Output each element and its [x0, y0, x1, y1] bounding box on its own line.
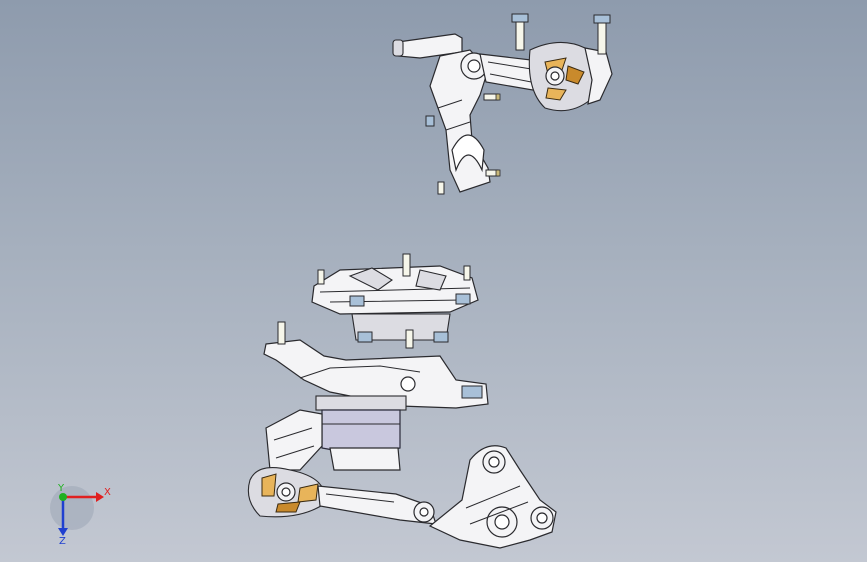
upper-mount-assembly[interactable]: [392, 13, 613, 195]
y-axis-dot-icon: [59, 493, 67, 501]
y-axis-label: Y: [57, 483, 65, 494]
x-arrow-head-icon: [96, 492, 104, 502]
x-axis-label: X: [104, 487, 111, 498]
orientation-triad: X Y Z: [50, 483, 111, 547]
lower-mount-assembly[interactable]: [247, 253, 557, 549]
z-arrow-head-icon: [58, 528, 68, 536]
z-axis-label: Z: [59, 536, 66, 547]
